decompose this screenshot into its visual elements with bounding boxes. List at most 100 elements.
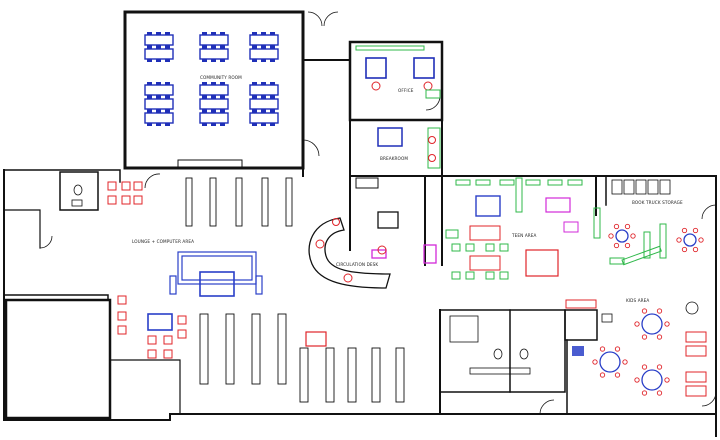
breakroom-table xyxy=(377,127,403,147)
computer-table xyxy=(147,313,173,331)
community-table xyxy=(144,98,174,110)
community-chair xyxy=(252,32,257,35)
kids-chair xyxy=(599,372,606,378)
book-stack xyxy=(261,177,269,227)
circulation-chairs xyxy=(315,218,387,283)
kids-chair xyxy=(664,377,670,383)
toilet xyxy=(493,348,503,360)
community-chair xyxy=(270,32,275,35)
book-stack xyxy=(235,177,243,227)
door-arc xyxy=(323,11,339,27)
kids-chair xyxy=(641,334,648,340)
circulation-counter xyxy=(308,217,391,289)
teen-seat xyxy=(499,243,509,252)
community-chair xyxy=(202,96,207,99)
circulation-workstation xyxy=(377,211,399,229)
community-chair xyxy=(220,123,225,126)
community-chair xyxy=(156,96,161,99)
lounge-chair xyxy=(255,275,263,295)
kids-round-table xyxy=(683,233,697,247)
community-chair xyxy=(202,110,207,113)
community-chair xyxy=(202,82,207,85)
community-chair xyxy=(252,59,257,62)
community-table xyxy=(249,112,279,124)
office-walls xyxy=(348,40,444,122)
restroom-walls xyxy=(59,171,99,211)
community-chair xyxy=(156,110,161,113)
community-chair xyxy=(165,32,170,35)
breakroom-counter xyxy=(355,177,379,189)
community-chair xyxy=(270,46,275,49)
storage-label: BOOK TRUCK STORAGE xyxy=(632,200,683,205)
kids-chair xyxy=(692,246,699,253)
kids-chair xyxy=(656,390,663,396)
breakroom-chair xyxy=(428,154,436,162)
toilet xyxy=(73,184,83,196)
community-chair xyxy=(220,46,225,49)
lounge-sofa-inner xyxy=(181,255,253,281)
community-chair xyxy=(261,32,266,35)
lounge-chair-red xyxy=(121,181,131,191)
teen-seat xyxy=(465,271,475,280)
restroom-fixture xyxy=(572,346,584,356)
kids-chair xyxy=(613,223,620,230)
book-stack xyxy=(225,313,235,385)
community-chair xyxy=(165,46,170,49)
office-label: OFFICE xyxy=(398,88,414,93)
south-stacks xyxy=(199,313,405,403)
lounge-chair-red xyxy=(117,295,127,305)
lounge-chairs xyxy=(107,181,187,359)
community-chair xyxy=(252,82,257,85)
kids-shelf xyxy=(659,223,667,259)
door-arc xyxy=(539,399,555,415)
teen-study-table xyxy=(475,195,501,217)
kids-chair xyxy=(622,359,628,365)
community-table xyxy=(249,48,279,60)
community-table xyxy=(199,48,229,60)
book-stack xyxy=(371,347,381,403)
kids-chair xyxy=(634,377,640,383)
kids-round-table xyxy=(615,229,629,243)
community-chair xyxy=(147,59,152,62)
community-chair xyxy=(270,96,275,99)
teen-table xyxy=(525,249,559,277)
book-stack xyxy=(209,177,217,227)
lounge-chair-red xyxy=(163,335,173,345)
community-chair xyxy=(147,46,152,49)
kids-chair xyxy=(656,308,663,314)
lounge-chair xyxy=(169,275,177,295)
teen-chair xyxy=(563,221,579,233)
lounge-chair-red xyxy=(177,315,187,325)
book-stack xyxy=(395,347,405,403)
kids-round-table xyxy=(641,369,663,391)
lounge-chair-red xyxy=(147,335,157,345)
community-tables xyxy=(144,32,279,126)
book-truck xyxy=(623,179,635,195)
teen-shelf xyxy=(475,179,491,186)
community-chair xyxy=(156,46,161,49)
book-stack xyxy=(199,313,209,385)
community-chair xyxy=(211,46,216,49)
door-arc xyxy=(307,11,323,27)
staff-chair xyxy=(377,245,387,255)
teen-sofa xyxy=(469,255,501,271)
book-truck xyxy=(647,179,659,195)
lounge-chair-red xyxy=(107,195,117,205)
community-chair xyxy=(252,123,257,126)
community-table xyxy=(199,98,229,110)
teen-seat xyxy=(465,243,475,252)
door-arc xyxy=(39,235,53,249)
kids-chair xyxy=(630,233,636,239)
lounge-chair-red xyxy=(117,325,127,335)
kids-shelf xyxy=(643,231,651,259)
teen-lounge-table xyxy=(545,197,571,213)
community-table xyxy=(144,34,174,46)
community-chair xyxy=(270,82,275,85)
kids-chair xyxy=(692,227,699,234)
west-wall xyxy=(3,294,109,301)
teen-shelf xyxy=(567,179,583,186)
kids-bench xyxy=(685,385,707,397)
kids-furniture xyxy=(565,223,707,397)
community-chair xyxy=(211,96,216,99)
door-arc xyxy=(701,204,717,220)
